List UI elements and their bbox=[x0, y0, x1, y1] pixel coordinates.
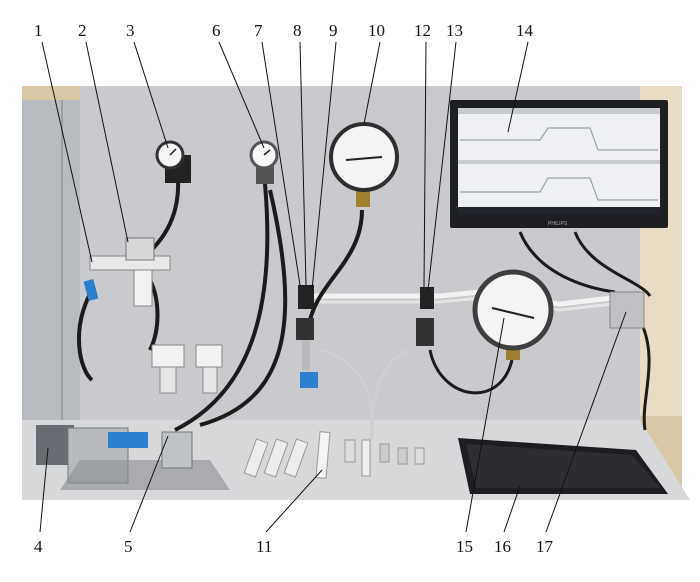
tube-long bbox=[199, 189, 288, 427]
tube-gauge15 bbox=[428, 349, 514, 395]
pressure-gauge-large-10 bbox=[329, 122, 399, 207]
tube-gauge6 bbox=[174, 183, 270, 432]
label-15: 15 bbox=[456, 537, 473, 556]
label-14: 14 bbox=[516, 21, 533, 40]
fittings-set bbox=[243, 431, 425, 479]
keyboard bbox=[458, 438, 668, 494]
tube-gauge10 bbox=[308, 209, 364, 321]
label-5: 5 bbox=[124, 537, 133, 556]
solenoid-valves bbox=[151, 344, 223, 394]
label-3: 3 bbox=[126, 21, 135, 40]
pressure-gauge-large-15 bbox=[472, 269, 554, 360]
monitor: PHILIPS bbox=[450, 100, 668, 228]
junction-box bbox=[609, 291, 645, 329]
monitor-brand: PHILIPS bbox=[548, 221, 568, 227]
label-13: 13 bbox=[446, 21, 463, 40]
cable-monitor-2 bbox=[573, 231, 652, 297]
pressure-gauge-small-6 bbox=[249, 140, 279, 184]
leader-lines bbox=[39, 41, 627, 533]
cabinet bbox=[22, 100, 82, 480]
label-10: 10 bbox=[368, 21, 385, 40]
filter-regulator bbox=[83, 237, 171, 307]
label-12: 12 bbox=[414, 21, 431, 40]
tube-left bbox=[77, 289, 94, 382]
sensor-block-12-13 bbox=[416, 287, 434, 346]
label-11: 11 bbox=[256, 537, 273, 556]
label-17: 17 bbox=[536, 537, 553, 556]
label-8: 8 bbox=[293, 21, 302, 40]
label-9: 9 bbox=[329, 21, 338, 40]
cable-right bbox=[638, 319, 651, 431]
label-4: 4 bbox=[34, 537, 43, 556]
pressure-gauge-small-3 bbox=[155, 140, 191, 183]
label-7: 7 bbox=[254, 21, 263, 40]
label-2: 2 bbox=[78, 21, 87, 40]
cable-monitor-1 bbox=[518, 231, 616, 294]
label-1: 1 bbox=[34, 21, 43, 40]
label-16: 16 bbox=[494, 537, 511, 556]
sensor-block-7-9 bbox=[296, 285, 318, 388]
tube-white-small-2 bbox=[370, 348, 411, 441]
valve-assembly bbox=[36, 425, 230, 490]
label-6: 6 bbox=[212, 21, 221, 40]
